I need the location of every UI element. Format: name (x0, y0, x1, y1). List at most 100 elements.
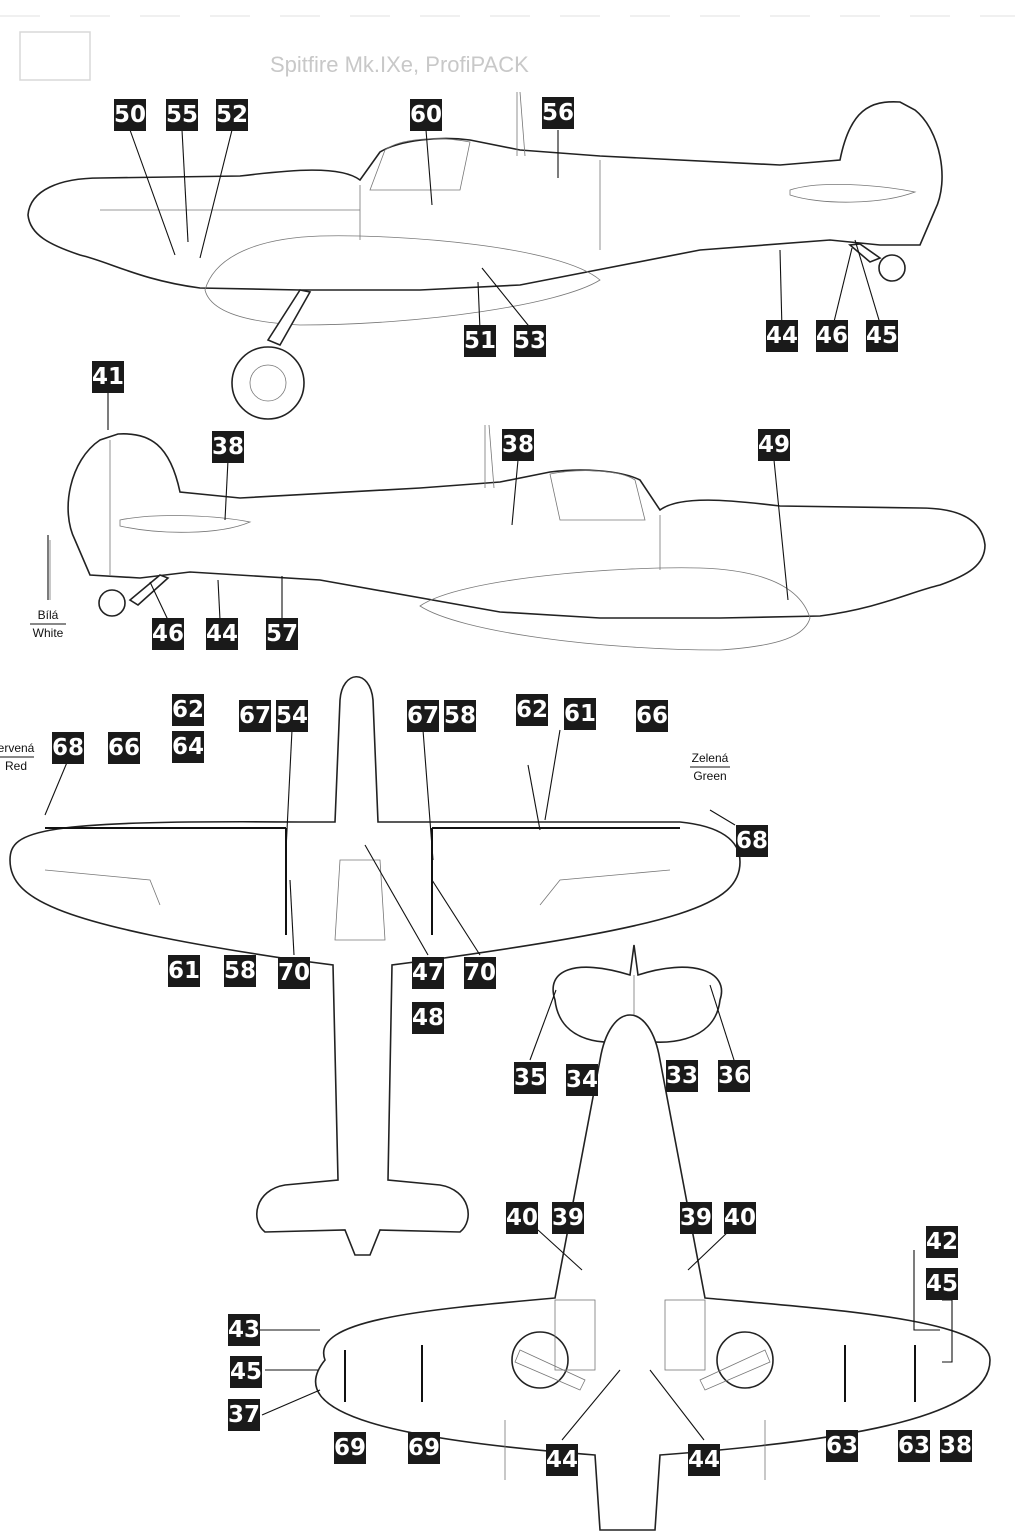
svg-text:62: 62 (516, 697, 548, 723)
callout-badge: 52 (216, 99, 248, 131)
svg-text:58: 58 (444, 703, 476, 729)
svg-text:51: 51 (464, 328, 496, 354)
callout-badge: 36 (718, 1060, 750, 1092)
header-logo (19, 31, 91, 81)
callout-badge: 58 (224, 955, 256, 987)
header-title: Spitfire Mk.IXe, ProfiPACK (270, 52, 529, 77)
leader-lines (44, 129, 953, 1441)
svg-text:37: 37 (228, 1402, 260, 1428)
svg-text:38: 38 (940, 1433, 972, 1459)
svg-text:67: 67 (407, 703, 439, 729)
callout-badge: 68 (736, 825, 768, 857)
callout-badge: 62 (516, 694, 548, 726)
svg-text:36: 36 (718, 1063, 750, 1089)
callout-badge: 33 (666, 1060, 698, 1092)
svg-text:57: 57 (266, 621, 298, 647)
callout-badge: 34 (566, 1064, 598, 1096)
callout-badge: 44 (546, 1444, 578, 1476)
svg-text:63: 63 (898, 1433, 930, 1459)
callout-badge: 45 (926, 1268, 958, 1300)
svg-text:44: 44 (766, 323, 798, 349)
svg-text:44: 44 (206, 621, 238, 647)
callout-badge: 63 (898, 1430, 930, 1462)
callout-badge: 68 (52, 732, 84, 764)
callout-badges: 50 55 52 60 56 51 53 44 46 45 41 38 38 4… (52, 97, 972, 1476)
svg-text:69: 69 (408, 1435, 440, 1461)
svg-text:39: 39 (552, 1205, 584, 1231)
svg-text:46: 46 (152, 621, 184, 647)
callout-badge: 38 (502, 429, 534, 461)
callout-badge: 45 (866, 320, 898, 352)
color-label-white-cz: Bílá (38, 608, 59, 622)
svg-text:70: 70 (464, 960, 496, 986)
color-label-green: Zelená Green (690, 751, 730, 783)
callout-badge: 66 (108, 732, 140, 764)
svg-text:33: 33 (666, 1063, 698, 1089)
svg-text:35: 35 (514, 1065, 546, 1091)
svg-text:42: 42 (926, 1229, 958, 1255)
svg-text:45: 45 (866, 323, 898, 349)
svg-text:38: 38 (502, 432, 534, 458)
callout-badge: 46 (816, 320, 848, 352)
callout-badge: 53 (514, 325, 546, 357)
callout-badge: 40 (506, 1202, 538, 1234)
svg-text:38: 38 (212, 434, 244, 460)
svg-text:55: 55 (166, 102, 198, 128)
callout-badge: 38 (212, 431, 244, 463)
color-label-green-cz: Zelená (692, 751, 729, 765)
svg-text:41: 41 (92, 364, 124, 390)
callout-badge: 66 (636, 700, 668, 732)
callout-badge: 61 (168, 955, 200, 987)
callout-badge: 50 (114, 99, 146, 131)
svg-text:40: 40 (724, 1205, 756, 1231)
callout-badge: 64 (172, 731, 204, 763)
svg-text:39: 39 (680, 1205, 712, 1231)
callout-badge: 47 (412, 957, 444, 989)
svg-text:63: 63 (826, 1433, 858, 1459)
callout-badge: 67 (239, 700, 271, 732)
bottom-view (314, 1014, 991, 1531)
callout-badge: 51 (464, 325, 496, 357)
callout-badge: 62 (172, 694, 204, 726)
callout-badge: 44 (688, 1444, 720, 1476)
svg-text:67: 67 (239, 703, 271, 729)
callout-badge: 49 (758, 429, 790, 461)
svg-text:54: 54 (276, 703, 308, 729)
svg-text:62: 62 (172, 697, 204, 723)
callout-badge: 44 (766, 320, 798, 352)
callout-badge: 70 (278, 957, 310, 989)
svg-text:68: 68 (736, 828, 768, 854)
callout-badge: 48 (412, 1002, 444, 1034)
callout-badge: 40 (724, 1202, 756, 1234)
color-label-white: Bílá White (30, 608, 66, 640)
svg-text:70: 70 (278, 960, 310, 986)
callout-badge: 67 (407, 700, 439, 732)
callout-badge: 69 (334, 1432, 366, 1464)
callout-badge: 39 (552, 1202, 584, 1234)
callout-badge: 44 (206, 618, 238, 650)
callout-badge: 70 (464, 957, 496, 989)
svg-text:58: 58 (224, 958, 256, 984)
callout-badge: 42 (926, 1226, 958, 1258)
callout-badge: 54 (276, 700, 308, 732)
side-profile-left (27, 91, 943, 420)
svg-text:44: 44 (546, 1447, 578, 1473)
callout-badge: 46 (152, 618, 184, 650)
svg-text:56: 56 (542, 100, 574, 126)
svg-text:60: 60 (410, 102, 442, 128)
callout-badge: 56 (542, 97, 574, 129)
color-label-red-cz: ervená (0, 741, 35, 755)
svg-text:50: 50 (114, 102, 146, 128)
svg-text:53: 53 (514, 328, 546, 354)
svg-text:49: 49 (758, 432, 790, 458)
svg-text:40: 40 (506, 1205, 538, 1231)
color-label-red: ervená Red (0, 741, 35, 773)
svg-text:69: 69 (334, 1435, 366, 1461)
callout-badge: 35 (514, 1062, 546, 1094)
svg-text:45: 45 (230, 1359, 262, 1385)
callout-badge: 55 (166, 99, 198, 131)
color-label-white-en: White (33, 626, 64, 640)
callout-badge: 37 (228, 1399, 260, 1431)
svg-text:66: 66 (636, 703, 668, 729)
svg-text:45: 45 (926, 1271, 958, 1297)
